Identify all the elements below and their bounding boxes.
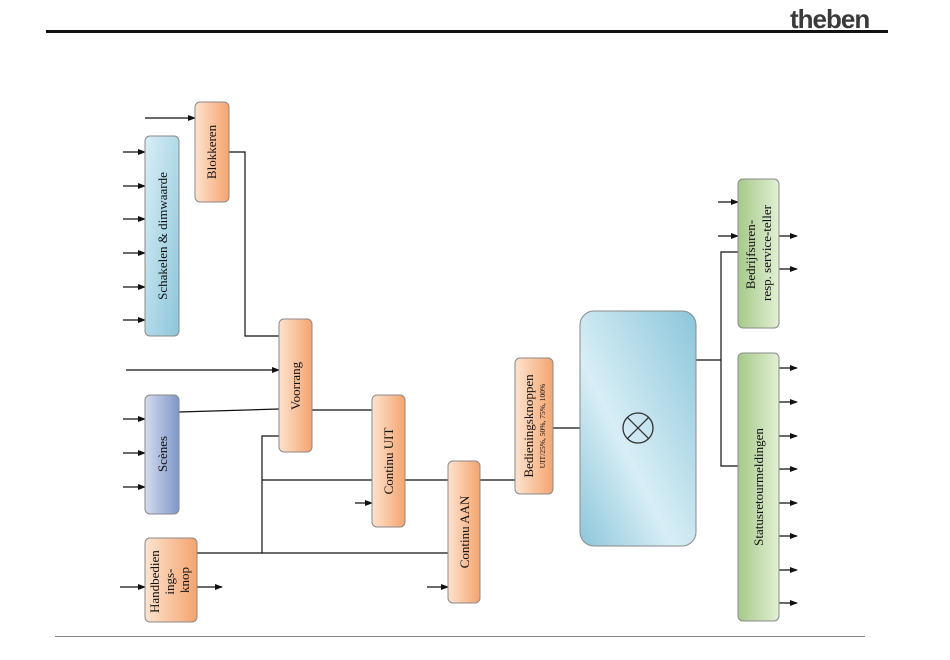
block-schakelen-label: Schakelen & dimwaarde bbox=[155, 172, 170, 300]
block-handbediening-label-3: knop bbox=[177, 567, 192, 593]
block-continu-aan: Continu AAN bbox=[448, 461, 480, 603]
block-continu-uit-label: Continu UIT bbox=[381, 428, 396, 495]
block-blokkeren: Blokkeren bbox=[195, 102, 229, 202]
block-bedieningsknoppen-label: Bedieningsknoppen bbox=[521, 374, 536, 478]
block-statusretour-label: Statusretourmeldingen bbox=[751, 428, 766, 546]
block-schakelen: Schakelen & dimwaarde bbox=[145, 136, 179, 336]
block-bedieningsknoppen: Bedieningsknoppen UIT/25%, 50%, 75%, 100… bbox=[515, 358, 553, 494]
block-scenes: Scènes bbox=[145, 395, 179, 514]
block-bedieningsknoppen-sublabel: UIT/25%, 50%, 75%, 100% bbox=[538, 384, 547, 469]
block-bedrijfsuren-label-2: resp. service-teller bbox=[759, 204, 774, 301]
block-scenes-label: Scènes bbox=[155, 436, 170, 472]
block-voorrang: Voorrang bbox=[279, 319, 312, 452]
block-continu-uit: Continu UIT bbox=[372, 395, 405, 527]
block-bedrijfsuren: Bedrijfsuren- resp. service-teller bbox=[738, 179, 779, 328]
block-handbediening-label-2: ings- bbox=[162, 569, 177, 595]
svg-text:Bedrijfsuren- resp. serv: Bedrijfsuren- resp. service-teller bbox=[743, 204, 774, 301]
block-continu-aan-label: Continu AAN bbox=[457, 495, 472, 568]
block-lamp-output bbox=[580, 311, 696, 546]
block-voorrang-label: Voorrang bbox=[288, 361, 303, 410]
block-handbediening-label-1: Handbedien bbox=[147, 550, 162, 613]
block-bedrijfsuren-label-1: Bedrijfsuren- bbox=[743, 220, 758, 289]
block-statusretour: Statusretourmeldingen bbox=[738, 353, 779, 621]
block-blokkeren-label: Blokkeren bbox=[204, 124, 219, 179]
block-handbediening: Handbedien ings- knop bbox=[145, 538, 197, 622]
